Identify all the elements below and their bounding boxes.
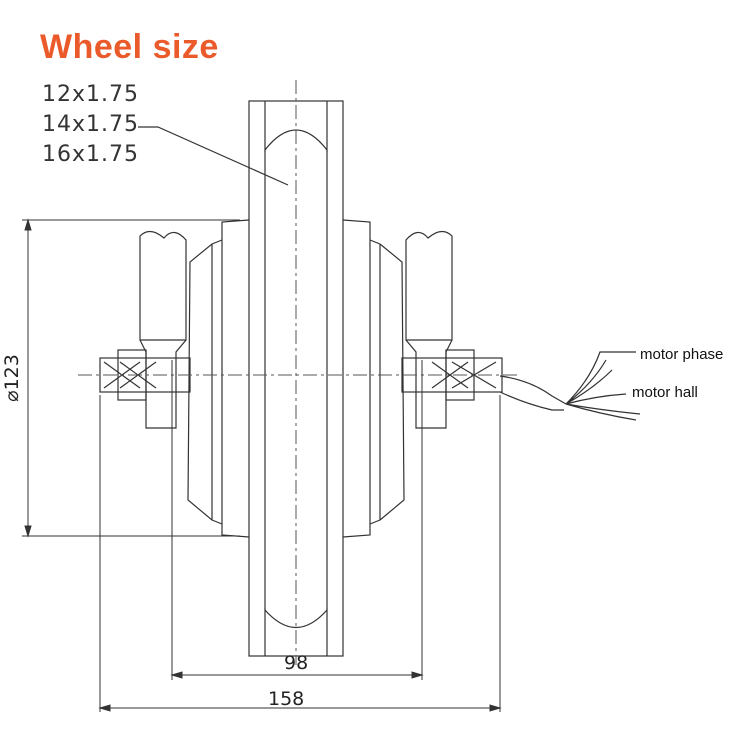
wheel-size-16: 16x1.75: [42, 142, 139, 167]
left-motor-housing: [221, 219, 250, 538]
diameter-label: ⌀123: [1, 354, 23, 402]
motor-hall-label: motor hall: [632, 384, 698, 401]
right-fork: [405, 230, 453, 429]
right-motor-housing: [342, 219, 371, 538]
tire-groove-bottom: [264, 608, 328, 656]
wheel-size-14: 14x1.75: [42, 112, 139, 137]
outer-width-label: 158: [268, 688, 305, 710]
left-fork: [139, 230, 187, 429]
right-axle: [401, 357, 503, 393]
motor-cable: [499, 375, 567, 405]
motor-phase-label: motor phase: [640, 346, 724, 363]
diagram-title: Wheel size: [40, 28, 219, 66]
size-leader-line: [138, 126, 289, 186]
wheel-size-12: 12x1.75: [42, 82, 139, 107]
wire-fan: [565, 351, 641, 421]
